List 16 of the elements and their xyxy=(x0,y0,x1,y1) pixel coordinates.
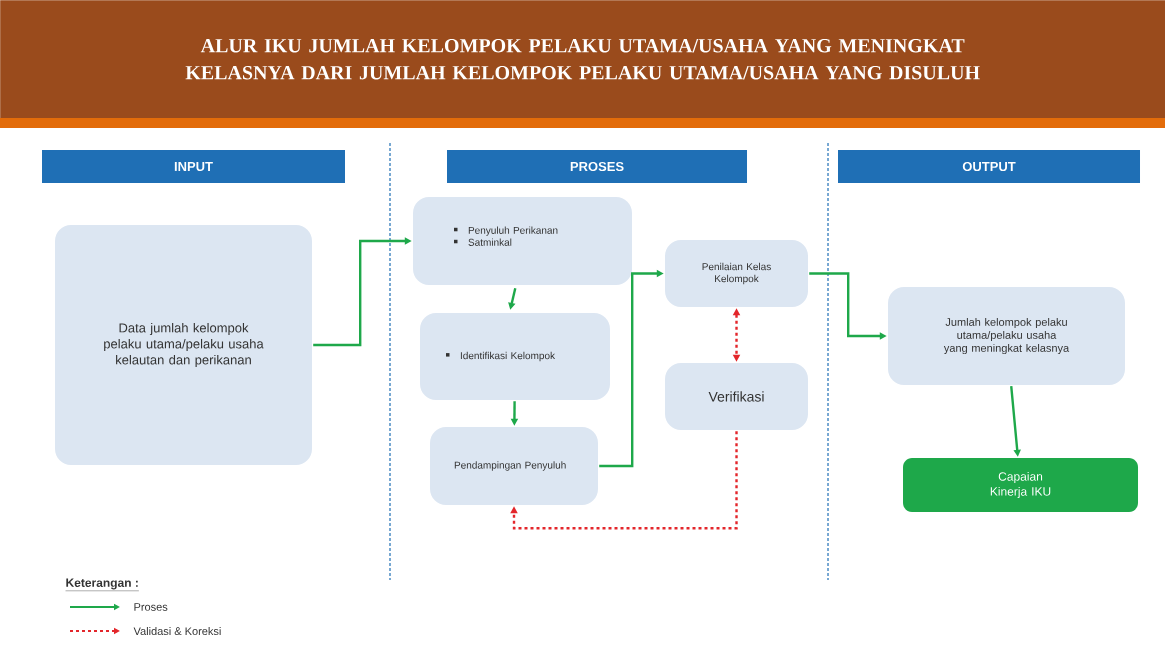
result-box: Capaian Kinerja IKU xyxy=(903,458,1138,512)
arrow xyxy=(510,431,738,530)
process-box: Penyuluh Perikanan Satminkal xyxy=(413,197,632,285)
legend-label: Proses xyxy=(134,603,168,611)
column-header: PROSES xyxy=(447,150,747,183)
process-box: Pendampingan Penyuluh xyxy=(430,427,598,505)
process-box: Data jumlah kelompok pelaku utama/pelaku usaha kelautan dan perikanan xyxy=(55,225,312,465)
process-box: Penilaian Kelas Kelompok xyxy=(665,240,808,307)
title-banner: ALUR IKU JUMLAH KELOMPOK PELAKU UTAMA/USAHA YANG MENINGKAT KELASNYA DARI JUMLAH KELOMPOK PELAKU UTAMA/USAHA YANG DISULUH xyxy=(0,0,1165,119)
column-header: INPUT xyxy=(42,150,345,183)
process-box: Jumlah kelompok pelaku utama/pelaku usaha yang meningkat kelasnya xyxy=(888,287,1125,385)
process-box: Identifikasi Kelompok xyxy=(420,313,610,400)
legend-heading: Keterangan : xyxy=(65,578,140,591)
column-header: OUTPUT xyxy=(838,150,1140,183)
legend-label: Validasi & Koreksi xyxy=(133,626,221,636)
process-box: Verifikasi xyxy=(665,363,808,430)
